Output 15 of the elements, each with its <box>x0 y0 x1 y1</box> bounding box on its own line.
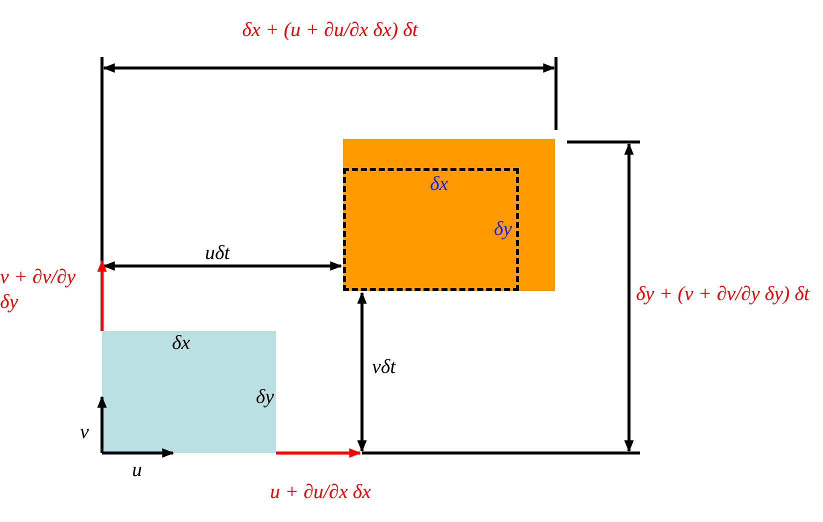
dimension-label: δx <box>430 174 448 194</box>
formula-label: δy + (v + ∂v/∂y δy) δt <box>636 282 811 307</box>
dashed-outline-box <box>343 168 519 291</box>
dimension-label: δy <box>256 387 274 407</box>
formula-label: u <box>132 458 142 483</box>
formula-label: v <box>80 420 89 445</box>
filled-rectangle <box>102 331 276 453</box>
filled-rectangle <box>343 139 555 291</box>
formula-label: v + ∂v/∂y δy <box>0 265 76 315</box>
formula-label: uδt <box>205 241 230 266</box>
formula-label: δx + (u + ∂u/∂x δx) δt <box>241 18 420 43</box>
dimension-label: δy <box>494 219 512 239</box>
formula-label: u + ∂u/∂x δx <box>270 480 372 505</box>
dimension-label: δx <box>172 333 190 353</box>
formula-label: vδt <box>372 355 396 380</box>
